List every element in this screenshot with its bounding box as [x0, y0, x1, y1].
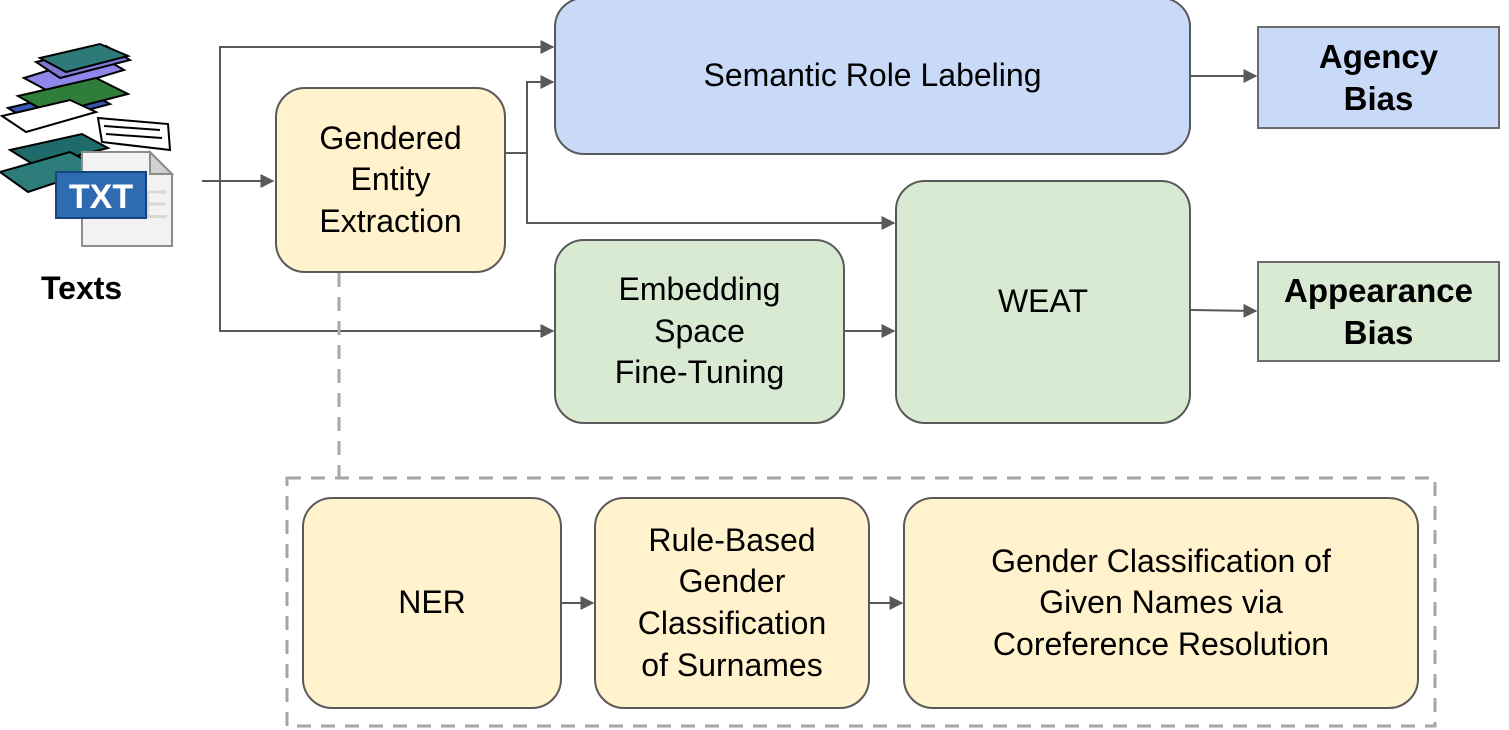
weat-node: WEAT — [895, 180, 1191, 424]
rule-based-gender-classification-node: Rule-Based Gender Classification of Surn… — [594, 497, 870, 709]
dashed-detail-box — [285, 476, 1437, 728]
arrow-extraction-to-srl — [506, 75, 555, 154]
arrow-texts-to-embedding — [219, 181, 555, 338]
texts-label: Texts — [41, 270, 123, 306]
semantic-role-labeling-node: Semantic Role Labeling — [554, 0, 1191, 155]
agency-bias-output: Agency Bias — [1257, 26, 1500, 129]
ner-node: NER — [302, 497, 562, 709]
txt-badge-label: TXT — [69, 178, 133, 216]
appearance-bias-output: Appearance Bias — [1257, 261, 1500, 362]
gendered-entity-extraction-node: Gendered Entity Extraction — [275, 87, 506, 273]
embedding-fine-tuning-node: Embedding Space Fine-Tuning — [554, 239, 845, 424]
books-and-txt-file-icon: E — [0, 42, 175, 247]
arrow-texts-to-srl — [219, 40, 555, 181]
arrow-extraction-to-weat — [526, 153, 896, 230]
coreference-gender-classification-node: Gender Classification of Given Names via… — [903, 497, 1419, 709]
arrow-weat-to-appearance — [1190, 303, 1258, 318]
